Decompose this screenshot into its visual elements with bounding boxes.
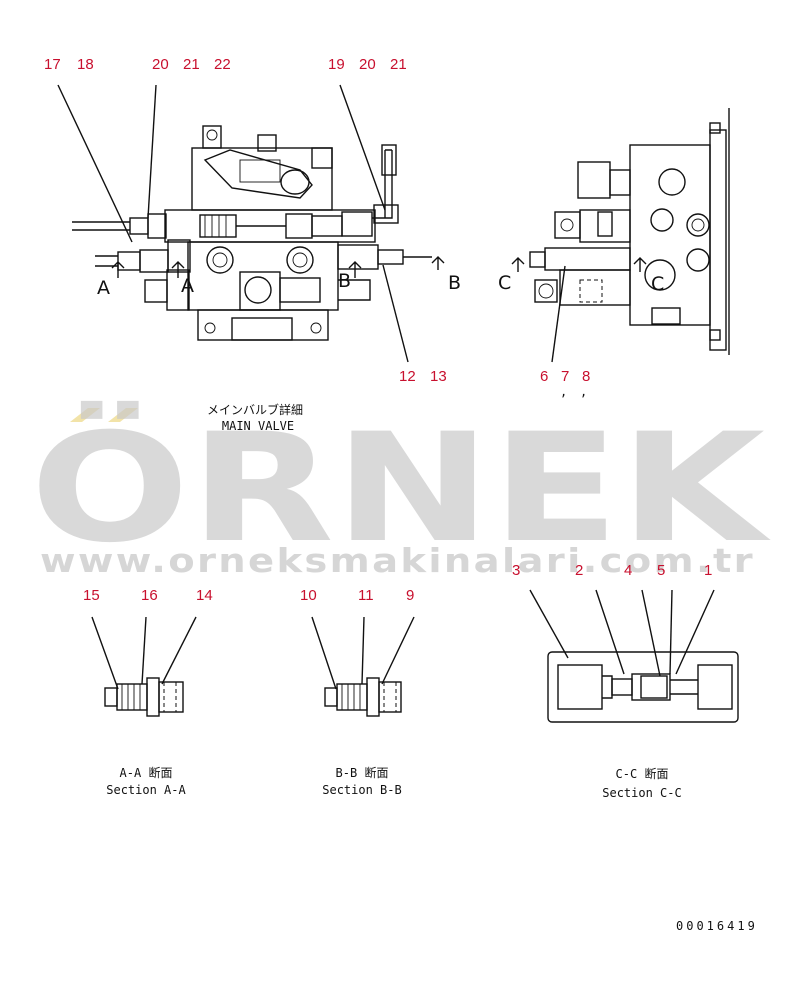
- callout-numbers: 17 18 20 21 22 19 20 21 12 13 6 7 8 , , …: [44, 56, 712, 604]
- callout-1: 1: [704, 562, 712, 579]
- drawing-number: 00016419: [676, 919, 758, 933]
- callout-21: 21: [183, 56, 200, 73]
- callout-13: 13: [430, 368, 447, 385]
- callout-comma-2: ,: [580, 385, 587, 399]
- section-letters: A A B B C C: [97, 270, 664, 299]
- section-a-a-drawing: [104, 677, 184, 717]
- callout-comma-1: ,: [560, 385, 567, 399]
- callout-9: 9: [406, 587, 414, 604]
- callout-2: 2: [575, 562, 583, 579]
- leader-lines: [57, 84, 715, 690]
- section-b-b-drawing: [324, 677, 402, 717]
- callout-15: 15: [83, 587, 100, 604]
- callout-10: 10: [300, 587, 317, 604]
- callout-12: 12: [399, 368, 416, 385]
- caption-b-en: Section B-B: [322, 783, 401, 797]
- caption-main-jp: メインバルブ詳細: [207, 402, 303, 417]
- callout-3: 3: [512, 562, 520, 579]
- section-letter-b-left: B: [338, 270, 351, 292]
- watermark-accent-left: [70, 408, 100, 422]
- section-letter-b-right: B: [448, 272, 461, 294]
- callout-22: 22: [214, 56, 231, 73]
- watermark-url: www.orneksmakinalari.com.tr: [40, 541, 755, 580]
- watermark-accent-right: [108, 408, 138, 422]
- caption-main-en: MAIN VALVE: [222, 419, 294, 433]
- section-letter-c-left: C: [498, 272, 511, 294]
- callout-20b: 20: [359, 56, 376, 73]
- caption-b-jp: B-B 断面: [336, 765, 389, 780]
- callout-8: 8: [582, 368, 590, 385]
- callout-21b: 21: [390, 56, 407, 73]
- caption-a-jp: A-A 断面: [120, 765, 173, 780]
- section-letter-c-right: C: [651, 273, 664, 295]
- caption-c-en: Section C-C: [602, 786, 681, 800]
- callout-18: 18: [77, 56, 94, 73]
- callout-5: 5: [657, 562, 665, 579]
- watermark: ÖRNEK www.orneksmakinalari.com.tr: [30, 400, 771, 580]
- callout-19: 19: [328, 56, 345, 73]
- callout-7: 7: [561, 368, 569, 385]
- callout-20: 20: [152, 56, 169, 73]
- callout-4: 4: [624, 562, 632, 579]
- captions: メインバルブ詳細 MAIN VALVE A-A 断面 Section A-A B…: [106, 402, 681, 800]
- section-c-c-drawing: [547, 651, 739, 723]
- section-letter-a-right: A: [181, 275, 194, 297]
- caption-c-jp: C-C 断面: [616, 766, 669, 781]
- main-valve-front-view: [72, 125, 445, 341]
- callout-6: 6: [540, 368, 548, 385]
- watermark-brand: ÖRNEK: [30, 400, 771, 576]
- section-letter-a-left: A: [97, 277, 110, 299]
- callout-16: 16: [141, 587, 158, 604]
- callout-14: 14: [196, 587, 213, 604]
- callout-11: 11: [358, 587, 374, 604]
- caption-a-en: Section A-A: [106, 783, 186, 797]
- callout-17: 17: [44, 56, 61, 73]
- main-valve-side-view: [511, 108, 730, 355]
